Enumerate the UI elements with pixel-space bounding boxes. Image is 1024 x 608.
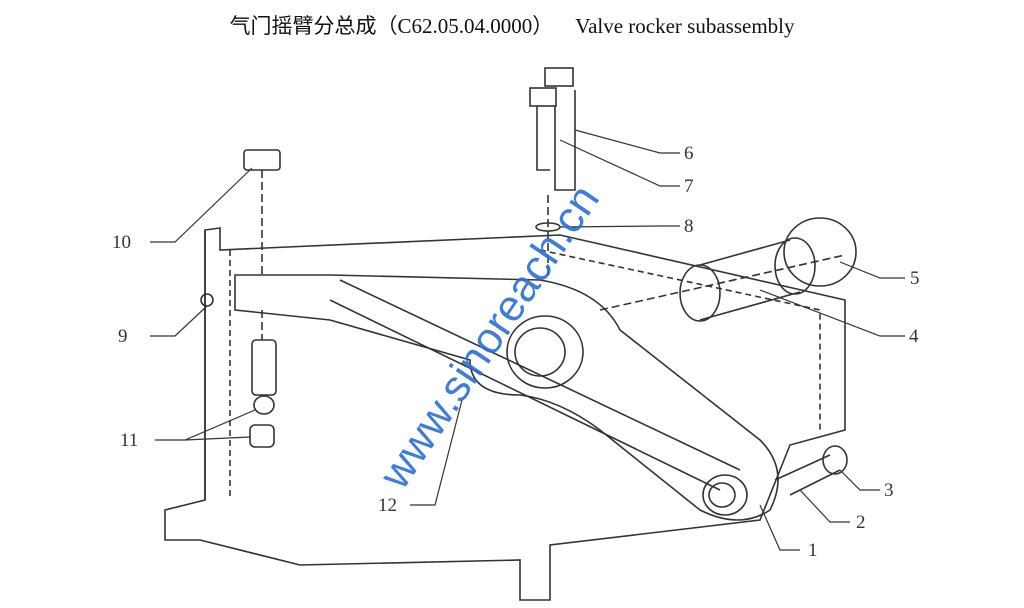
rocker-arm (234, 274, 779, 521)
callout-12: 12 (378, 495, 397, 516)
callout-2: 2 (856, 512, 866, 533)
head-housing (164, 227, 846, 601)
diagram-title: 气门摇臂分总成（C62.05.04.0000） Valve rocker suba… (0, 10, 1024, 40)
title-zh: 气门摇臂分总成（C62.05.04.0000） (229, 14, 554, 38)
callout-7: 7 (684, 176, 694, 197)
callout-1: 1 (808, 540, 818, 561)
callout-3: 3 (884, 480, 894, 501)
callout-11: 11 (120, 430, 138, 451)
callout-8: 8 (684, 216, 694, 237)
callout-4: 4 (909, 326, 919, 347)
bushing (699, 239, 801, 321)
callout-9: 9 (118, 326, 128, 347)
title-en: Valve rocker subassembly (575, 14, 795, 38)
callout-5: 5 (910, 268, 920, 289)
callout-10: 10 (112, 232, 131, 253)
callout-6: 6 (684, 143, 694, 164)
